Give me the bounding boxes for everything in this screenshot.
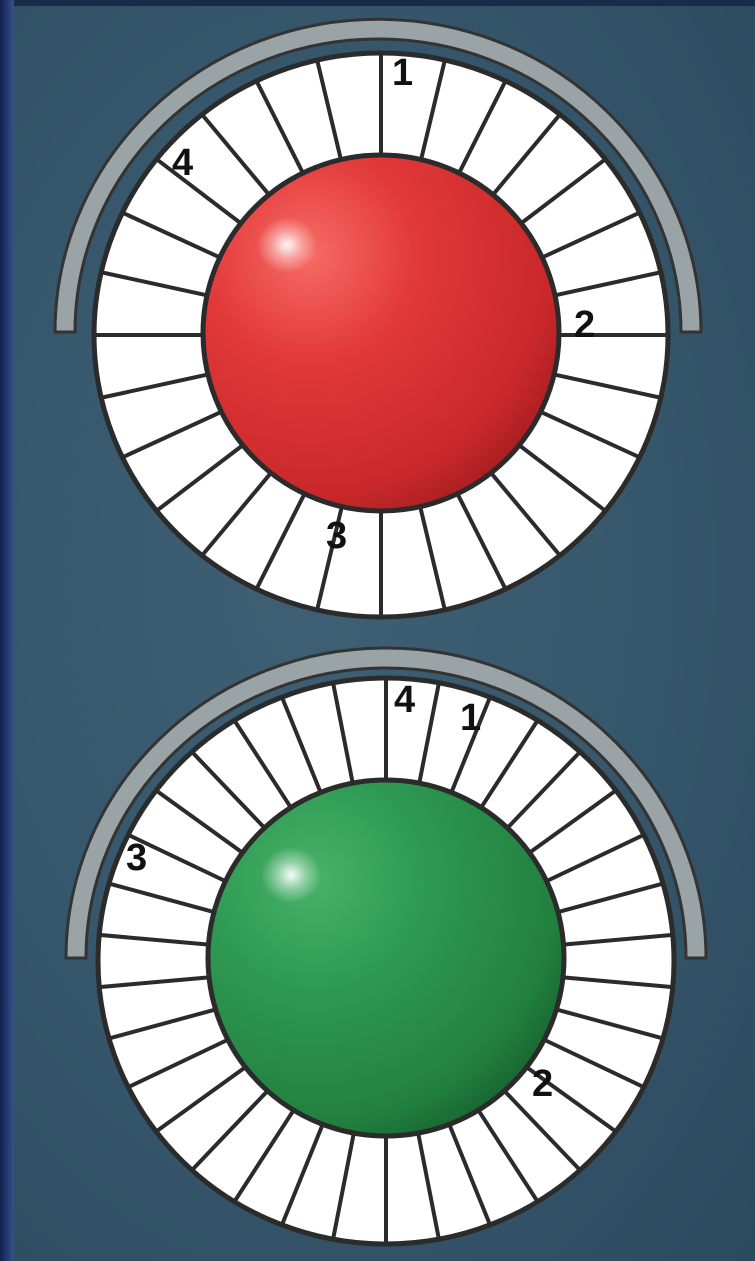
green-signal: 4 1 3 2: [66, 648, 706, 1244]
green-lamp: [208, 780, 564, 1136]
green-label-4: 4: [394, 679, 415, 721]
green-label-3: 3: [126, 837, 147, 879]
red-label-3: 3: [326, 515, 347, 557]
red-lamp-highlight: [257, 217, 317, 273]
red-label-1: 1: [392, 52, 413, 94]
red-label-4: 4: [172, 142, 193, 184]
red-label-2: 2: [574, 304, 595, 346]
green-label-1: 1: [460, 697, 481, 739]
red-lamp: [203, 155, 559, 511]
green-lamp-highlight: [261, 847, 321, 903]
green-label-2: 2: [532, 1063, 553, 1105]
red-signal: 1 2 3 4: [55, 19, 701, 617]
